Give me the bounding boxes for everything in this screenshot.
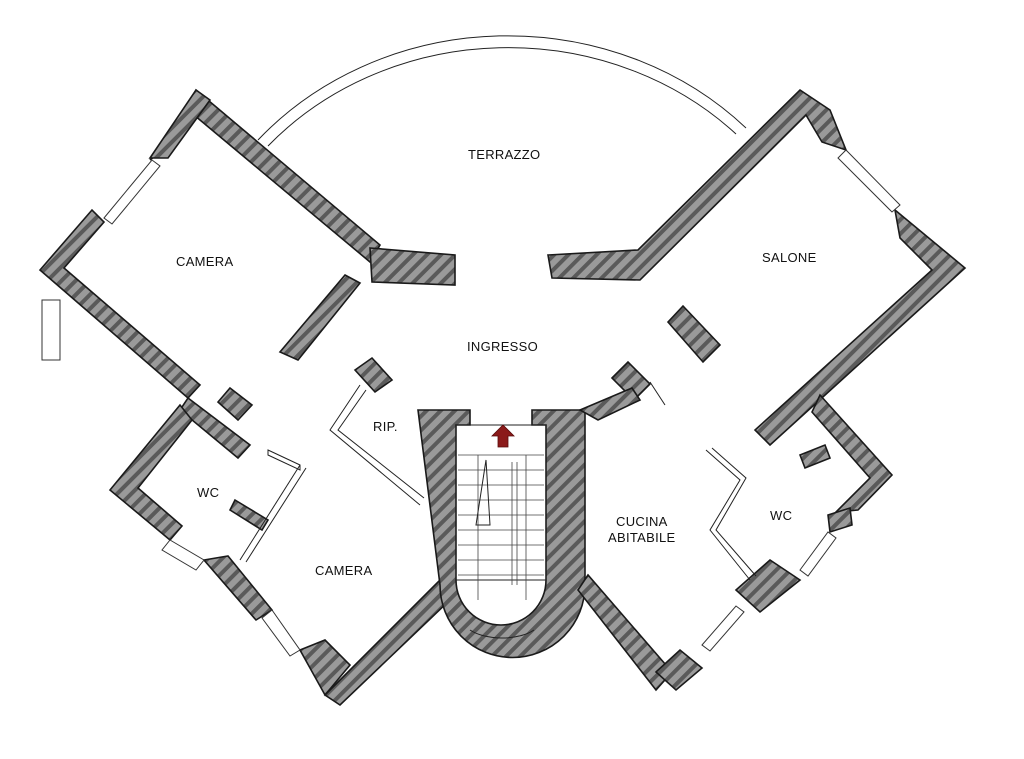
rip-walls bbox=[329, 356, 425, 506]
room-label-cucina: CUCINA bbox=[616, 514, 668, 529]
left-lower-walls bbox=[108, 403, 454, 707]
room-label-ingresso: INGRESSO bbox=[467, 339, 538, 354]
room-label-wc-right: WC bbox=[770, 508, 792, 523]
terrace-balustrade bbox=[257, 35, 747, 147]
room-label-salone: SALONE bbox=[762, 250, 817, 265]
right-lower-windows bbox=[701, 531, 837, 652]
room-label-terrazzo: TERRAZZO bbox=[468, 147, 540, 162]
left-lower-windows bbox=[161, 539, 301, 657]
room-label-camera-top: CAMERA bbox=[176, 254, 233, 269]
room-label-abitabile: ABITABILE bbox=[608, 530, 676, 545]
left-wing-walls bbox=[38, 88, 456, 460]
right-wing-windows bbox=[649, 149, 901, 406]
right-lower-walls bbox=[577, 393, 894, 692]
stair-steps bbox=[458, 454, 544, 600]
room-label-camera-bottom: CAMERA bbox=[315, 563, 372, 578]
room-label-rip: RIP. bbox=[373, 419, 398, 434]
left-wing-windows bbox=[41, 159, 161, 361]
right-wing-walls bbox=[547, 88, 967, 447]
stairwell bbox=[417, 409, 586, 659]
arrow-up-icon bbox=[491, 424, 515, 448]
room-label-wc-left: WC bbox=[197, 485, 219, 500]
